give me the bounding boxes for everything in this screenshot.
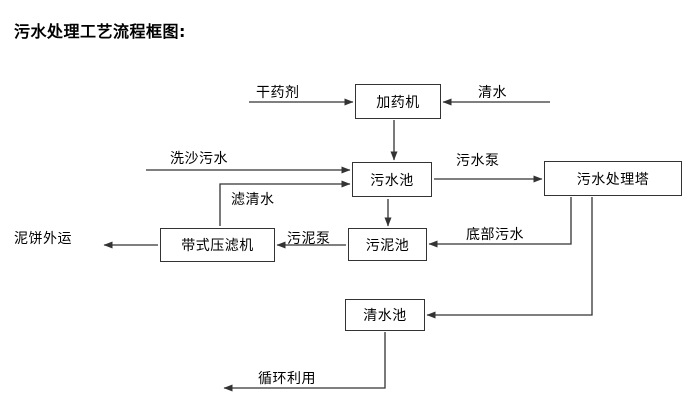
edge-filtered-water-to-sewage-pool [219,180,351,226]
node-label: 污泥池 [365,237,410,254]
node-clear-water-pool[interactable]: 清水池 [345,299,425,331]
edge-tower-bottom-sewage-to-sludge-pool [428,197,572,248]
edge-label-recycle-use: 循环利用 [258,371,316,387]
node-label: 清水池 [363,308,407,324]
edge-label-sand-wash-sewage: 洗沙污水 [170,151,228,167]
edge-label-dry-chemical: 干药剂 [256,85,300,101]
edge-label-sewage-pump: 污水泵 [456,153,500,169]
edge-label-clean-water: 清水 [478,85,507,101]
node-label: 带式压滤机 [181,238,254,254]
page-title: 污水处理工艺流程框图: [14,22,186,41]
node-belt-filter-press[interactable]: 带式压滤机 [160,228,275,262]
node-dosing-machine[interactable]: 加药机 [355,84,441,119]
node-sewage-pool[interactable]: 污水池 [352,162,432,197]
terminal-label-mud-cake-out: 泥饼外运 [14,231,72,247]
edge-label-filtered-water: 滤清水 [231,192,275,208]
edge-label-bottom-sewage: 底部污水 [466,227,524,243]
node-label: 污水处理塔 [576,171,650,188]
edge-clear-pool-recycle [223,332,386,392]
node-sludge-pool[interactable]: 污泥池 [348,228,427,261]
edge-label-sludge-pump: 污泥泵 [287,231,331,247]
node-label: 污水池 [370,172,414,189]
edge-tower-to-clear-pool [426,197,593,319]
node-label: 加药机 [376,94,420,111]
node-wastewater-treatment-tower[interactable]: 污水处理塔 [544,161,682,196]
